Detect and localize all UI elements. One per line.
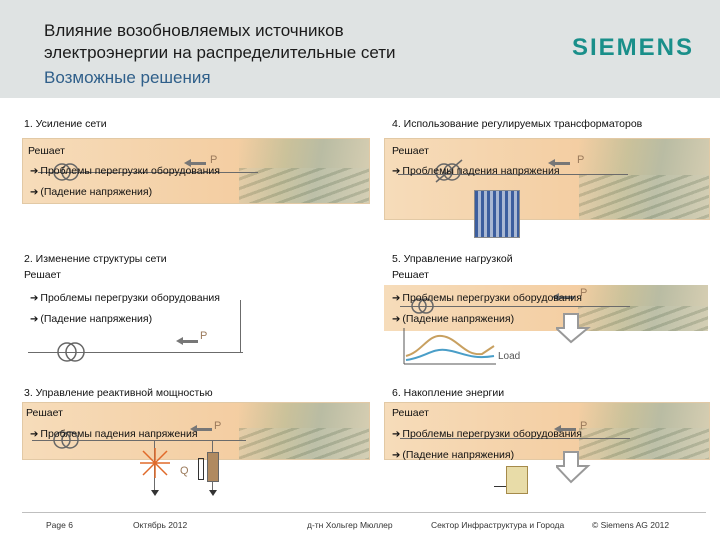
grid-line — [398, 174, 628, 175]
grid-line — [494, 486, 508, 487]
title-line-2: электроэнергии на распределительные сети — [44, 43, 396, 62]
section-3-item-1: ➔Проблемы падения напряжения — [30, 428, 198, 440]
section-6-item-1: ➔Проблемы перегрузки оборудования — [392, 428, 582, 440]
arrow-icon: ➔ — [392, 450, 401, 461]
solar-field-image — [578, 285, 708, 331]
capacitor-icon — [140, 448, 170, 478]
section-1-solves: Решает — [28, 145, 65, 157]
solar-field-image — [579, 403, 709, 459]
section-3-solves: Решает — [26, 407, 63, 419]
grid-line — [28, 352, 243, 353]
header-band — [0, 0, 720, 98]
power-flow-arrow-icon — [548, 159, 570, 167]
slide-subtitle: Возможные решения — [44, 68, 211, 87]
section-2-item-2: ➔(Падение напряжения) — [30, 313, 153, 325]
power-flow-arrow-icon — [554, 425, 576, 433]
section-2-heading: 2. Изменение структуры сети — [24, 253, 167, 265]
section-5-solves: Решает — [392, 269, 429, 281]
section-2-item-1: ➔Проблемы перегрузки оборудования — [30, 292, 220, 304]
battery-icon — [506, 466, 528, 494]
section-4-solves: Решает — [392, 145, 429, 157]
section-4-panel — [384, 138, 710, 220]
section-5-item-1: ➔Проблемы перегрузки оборудования — [392, 292, 582, 304]
inverter-icon — [207, 452, 219, 482]
power-label: P — [577, 154, 585, 166]
arrow-icon: ➔ — [392, 293, 401, 304]
title-line-1: Влияние возобновляемых источников — [44, 21, 344, 40]
section-4-item-1: ➔Проблемы падения напряжения — [392, 165, 560, 177]
power-flow-arrow-icon — [176, 337, 198, 345]
arrow-icon: ➔ — [392, 429, 401, 440]
power-flow-arrow-icon — [184, 159, 206, 167]
transformer-photo — [474, 190, 520, 238]
power-label: P — [214, 420, 222, 432]
solar-field-image — [239, 403, 369, 459]
section-6-heading: 6. Накопление энергии — [392, 387, 505, 399]
arrow-icon: ➔ — [392, 166, 401, 177]
section-6-item-2: ➔(Падение напряжения) — [392, 449, 515, 461]
up-down-arrow-icon — [198, 458, 204, 480]
down-arrow-icon — [556, 451, 591, 484]
load-label: Load — [498, 351, 521, 362]
grid-line — [400, 438, 630, 439]
footer-author: д-тн Хольгер Мюллер — [307, 520, 393, 530]
power-label: P — [580, 287, 588, 299]
arrow-icon: ➔ — [392, 314, 401, 325]
power-flow-arrow-icon — [552, 293, 574, 301]
footer-page: Page 6 — [46, 520, 73, 530]
power-label: P — [580, 420, 588, 432]
section-1-panel — [22, 138, 370, 204]
footer-date: Октябрь 2012 — [133, 520, 188, 530]
footer-copyright: © Siemens AG 2012 — [592, 520, 670, 530]
down-arrow-icon — [151, 490, 159, 496]
section-5-item-2: ➔(Падение напряжения) — [392, 313, 515, 325]
arrow-icon: ➔ — [30, 429, 39, 440]
section-5-heading: 5. Управление нагрузкой — [392, 253, 513, 265]
solar-field-image — [239, 139, 369, 203]
down-arrow-icon — [556, 313, 591, 344]
transformer-icon — [53, 431, 79, 449]
section-1-item-1: ➔Проблемы перегрузки оборудования — [30, 165, 220, 177]
grid-line — [32, 440, 246, 441]
grid-line — [240, 300, 241, 352]
reactive-power-label: Q — [180, 465, 189, 477]
arrow-icon: ➔ — [30, 314, 39, 325]
section-6-panel — [384, 402, 710, 460]
power-label: P — [200, 330, 208, 342]
section-2-solves: Решает — [24, 269, 61, 281]
transformer-icon — [57, 342, 85, 362]
section-1-item-2: ➔(Падение напряжения) — [30, 186, 153, 198]
section-4-heading: 4. Использование регулируемых трансформа… — [392, 118, 643, 130]
power-label: P — [210, 154, 218, 166]
grid-line — [400, 306, 630, 307]
section-1-heading: 1. Усиление сети — [24, 118, 107, 130]
footer-department: Сектор Инфраструктура и Города — [431, 520, 565, 530]
grid-line — [38, 172, 258, 173]
section-3-heading: 3. Управление реактивной мощностью — [24, 387, 213, 399]
down-arrow-icon — [209, 490, 217, 496]
slide-title: Влияние возобновляемых источников электр… — [44, 20, 396, 64]
arrow-icon: ➔ — [30, 187, 39, 198]
arrow-icon: ➔ — [30, 166, 39, 177]
transformer-icon — [411, 298, 434, 314]
transformer-icon — [53, 163, 79, 181]
arrow-icon: ➔ — [30, 293, 39, 304]
section-5-panel — [384, 285, 708, 331]
solar-field-image — [579, 139, 709, 219]
load-curve-icon — [403, 328, 496, 365]
siemens-logo: SIEMENS — [572, 34, 695, 61]
power-flow-arrow-icon — [190, 425, 212, 433]
footer-divider — [22, 512, 706, 513]
section-6-solves: Решает — [392, 407, 429, 419]
adjustable-transformer-icon — [435, 159, 463, 183]
